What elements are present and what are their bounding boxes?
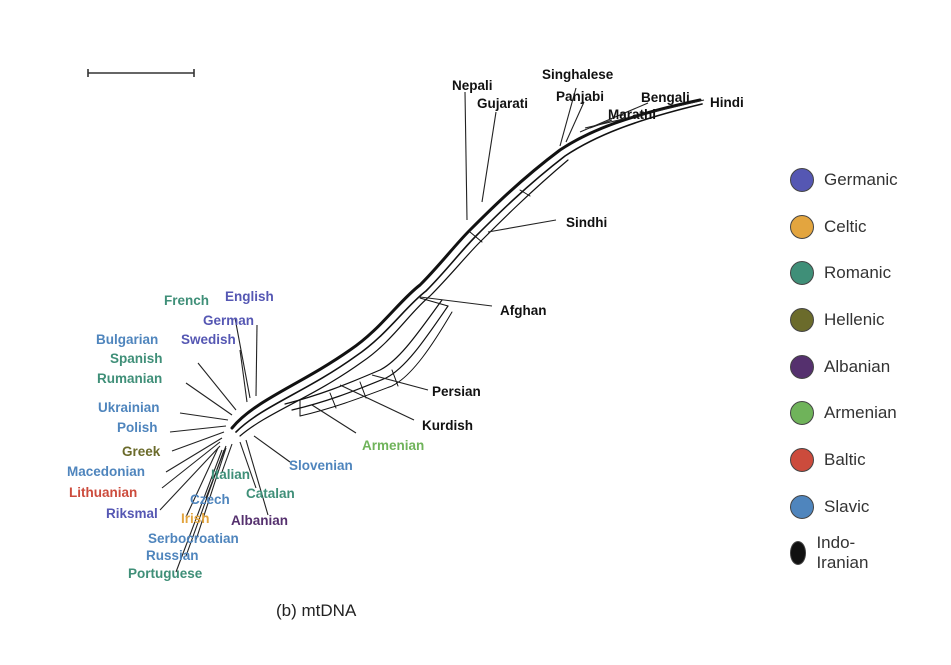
legend-item-slavic: Slavic [790,493,869,521]
celtic-color-swatch [790,215,814,239]
taxon-label: German [203,313,255,328]
european-branches [159,317,291,573]
taxon-label: Spanish [110,351,163,366]
taxon-label: Panjabi [556,89,605,104]
taxon-label: Swedish [181,332,236,347]
germanic-color-swatch [790,168,814,192]
taxon-label: Ukrainian [98,400,160,415]
legend-item-celtic: Celtic [790,213,867,241]
taxon-label: Portuguese [128,566,203,581]
slavic-color-swatch [790,495,814,519]
taxon-label: Irish [181,511,210,526]
taxon-label: Nepali [452,78,493,93]
taxon-label: Persian [432,384,481,399]
armenian-color-swatch [790,401,814,425]
taxon-label: Russian [146,548,199,563]
legend-label: Albanian [824,357,891,376]
taxon-label: Bengali [641,90,690,105]
hellenic-color-swatch [790,308,814,332]
legend-item-armenian: Armenian [790,399,897,427]
taxon-label: Sindhi [566,215,608,230]
network-trunk [230,98,703,437]
taxon-label: Bulgarian [96,332,159,347]
taxon-label: Slovenian [289,458,353,473]
albanian-color-swatch [790,355,814,379]
romanic-color-swatch [790,261,814,285]
indo-iranian-color-swatch [790,541,807,565]
taxon-label: Hindi [710,95,744,110]
taxon-label: Singhalese [542,67,614,82]
taxon-label: Riksmal [106,506,158,521]
legend-item-indo-iranian: Indo-Iranian [790,533,876,572]
taxon-label: Rumanian [97,371,163,386]
legend-label: Celtic [824,217,867,236]
taxon-label: Czech [190,492,230,507]
taxon-label: Polish [117,420,158,435]
taxon-label: Macedonian [67,464,146,479]
legend-label: Armenian [824,403,897,422]
legend-label: Hellenic [824,310,885,329]
legend-label: Germanic [824,170,898,189]
taxon-label: Gujarati [477,96,529,111]
taxon-label: Kurdish [422,418,474,433]
taxon-label: Afghan [500,303,547,318]
taxon-label: Lithuanian [69,485,138,500]
taxon-label: Catalan [246,486,295,501]
taxon-label: Italian [211,467,251,482]
taxon-label: English [225,289,274,304]
legend-item-germanic: Germanic [790,166,898,194]
baltic-color-swatch [790,448,814,472]
taxon-label: French [164,293,210,308]
legend-item-baltic: Baltic [790,446,866,474]
legend-item-albanian: Albanian [790,353,890,381]
taxon-label: Albanian [231,513,289,528]
indo-iranian-branches [311,87,705,434]
figure-caption: (b) mtDNA [276,601,357,620]
scale-bar [87,69,195,77]
taxon-label: Armenian [362,438,425,453]
legend-label: Slavic [824,497,870,516]
taxon-label: Greek [122,444,161,459]
legend-item-hellenic: Hellenic [790,306,884,334]
taxon-label: Marathi [608,107,657,122]
legend-label: Indo-Iranian [816,533,869,572]
legend-label: Romanic [824,263,892,282]
taxon-label: Serbocroatian [148,531,239,546]
legend-item-romanic: Romanic [790,259,891,287]
legend-label: Baltic [824,450,866,469]
